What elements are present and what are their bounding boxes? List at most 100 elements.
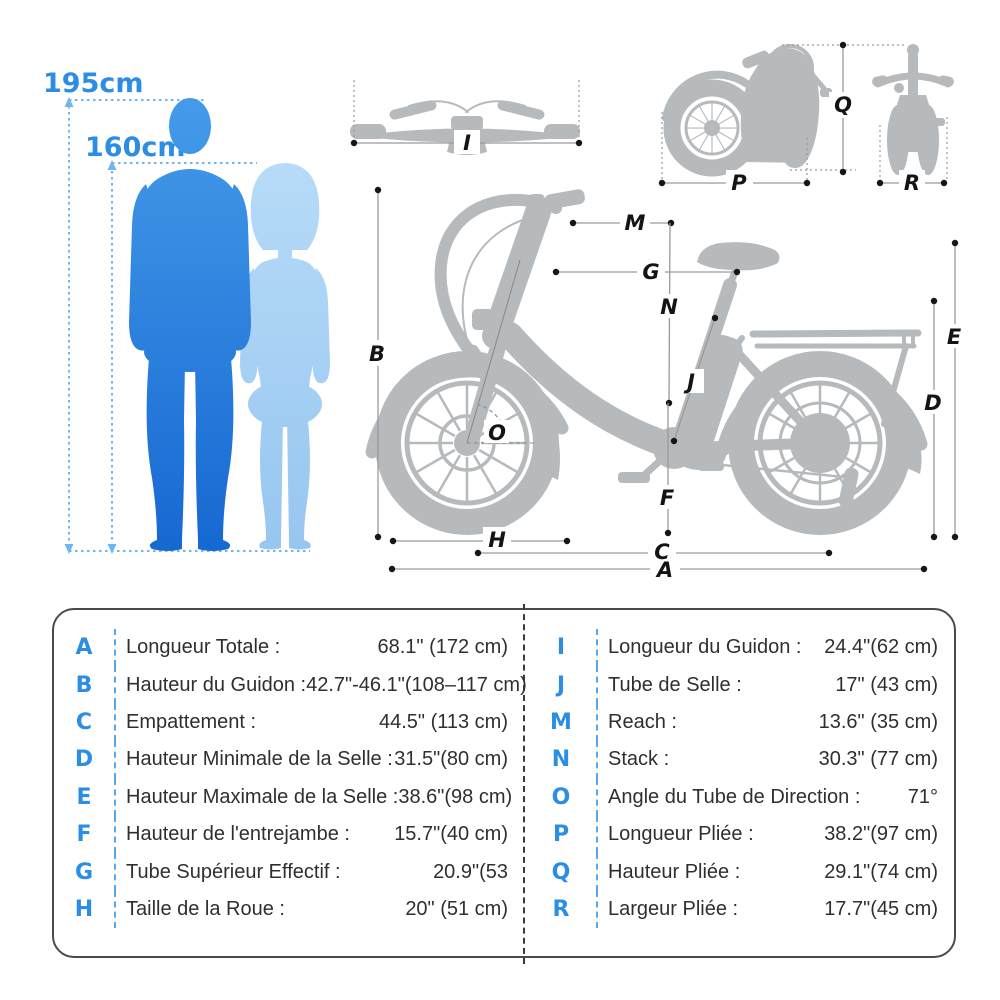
- spec-row-D: D Hauteur Minimale de la Selle :31.5"(80 …: [54, 741, 522, 779]
- row-value: 17.7"(45 cm): [824, 897, 938, 920]
- blue-dashed-separator: [114, 741, 116, 779]
- row-key: B: [75, 672, 93, 698]
- row-label: Hauteur Maximale de la Selle :: [126, 785, 399, 808]
- row-value: 29.1"(74 cm): [824, 860, 938, 883]
- row-label: Hauteur du Guidon :: [126, 673, 307, 696]
- row-key: E: [76, 784, 92, 810]
- row-key: O: [551, 784, 571, 810]
- height-reference-figures: 195cm 160cm: [43, 68, 330, 554]
- spec-row-N: N Stack : 30.3" (77 cm): [526, 741, 952, 779]
- row-key: R: [552, 896, 570, 922]
- front-fender: [365, 364, 569, 459]
- row-label: Tube Supérieur Effectif :: [126, 860, 341, 883]
- female-height-label: 160cm: [85, 132, 186, 163]
- label-M: M: [625, 211, 646, 235]
- row-key: P: [552, 822, 570, 848]
- label-I: I: [463, 131, 471, 155]
- label-E: E: [947, 325, 962, 349]
- label-B: B: [369, 342, 385, 366]
- spec-row-H: H Taille de la Roue : 20" (51 cm): [54, 890, 522, 929]
- label-P: P: [731, 171, 747, 195]
- row-key: D: [74, 747, 94, 773]
- headlight: [472, 309, 495, 330]
- blue-dashed-separator: [114, 853, 116, 891]
- male-height-label: 195cm: [43, 68, 144, 99]
- blue-dashed-separator: [596, 853, 598, 891]
- battery: [681, 334, 743, 450]
- row-label: Hauteur Minimale de la Selle :: [126, 748, 393, 771]
- blue-dashed-separator: [596, 741, 598, 779]
- row-value: 20" (51 cm): [405, 897, 508, 920]
- blue-dashed-separator: [114, 666, 116, 704]
- label-R: R: [904, 171, 920, 195]
- label-N: N: [660, 295, 678, 319]
- blue-dashed-separator: [596, 703, 598, 742]
- spec-row-P: P Longueur Pliée : 38.2"(97 cm): [526, 815, 952, 854]
- row-label: Empattement :: [126, 710, 257, 733]
- spec-row-G: G Tube Supérieur Effectif : 20.9"(53: [54, 853, 522, 891]
- folded-bike-side-view: [662, 44, 832, 177]
- female-silhouette: [240, 163, 330, 550]
- row-value: 15.7"(40 cm): [394, 823, 508, 846]
- row-value: 20.9"(53: [433, 860, 508, 883]
- blue-dashed-separator: [596, 815, 598, 854]
- blue-dashed-separator: [596, 778, 598, 816]
- row-label: Taille de la Roue :: [126, 897, 285, 920]
- male-silhouette: [129, 98, 251, 551]
- row-value: 30.3" (77 cm): [818, 748, 938, 771]
- measure-line-H: [389, 537, 571, 545]
- row-label: Longueur du Guidon :: [608, 636, 802, 659]
- row-label: Longueur Pliée :: [608, 823, 754, 846]
- row-label: Hauteur Pliée :: [608, 860, 741, 883]
- row-label: Hauteur de l'entrejambe :: [126, 823, 350, 846]
- label-H: H: [488, 528, 506, 552]
- measure-line-E: [951, 239, 959, 541]
- measure-line-F: [664, 403, 672, 537]
- label-D: D: [924, 391, 941, 415]
- row-key: F: [76, 822, 92, 848]
- blue-dashed-separator: [114, 703, 116, 742]
- label-O: O: [488, 421, 506, 445]
- measure-line-R: [876, 117, 948, 187]
- row-value: 38.6"(98 cm): [398, 785, 513, 808]
- row-label: Largeur Pliée :: [608, 897, 739, 920]
- blue-dashed-separator: [114, 778, 116, 816]
- row-key: N: [551, 747, 571, 773]
- rear-fender: [716, 362, 928, 457]
- row-value: 71°: [907, 785, 938, 808]
- blue-dashed-separator: [596, 666, 598, 704]
- blue-dashed-separator: [596, 629, 598, 667]
- row-key: M: [550, 709, 572, 735]
- row-value: 13.6" (35 cm): [818, 710, 938, 733]
- label-G: G: [642, 260, 659, 284]
- folded-bike-front-view: [872, 44, 954, 175]
- blue-dashed-separator: [114, 629, 116, 667]
- label-A: A: [655, 558, 673, 582]
- row-key: A: [75, 635, 93, 661]
- blue-dashed-separator: [114, 890, 116, 929]
- row-label: Stack :: [608, 748, 670, 771]
- spec-row-B: B Hauteur du Guidon :42.7"-46.1"(108–117 …: [54, 666, 527, 704]
- row-value: 42.7"-46.1"(108–117 cm): [306, 673, 527, 696]
- row-label: Longueur Totale :: [126, 636, 281, 659]
- row-key: J: [556, 672, 566, 698]
- row-value: 24.4"(62 cm): [824, 636, 938, 659]
- measure-line-D: [930, 297, 938, 541]
- saddle: [697, 242, 780, 271]
- row-label: Angle du Tube de Direction :: [608, 785, 861, 808]
- row-label: Tube de Selle :: [608, 673, 742, 696]
- row-value: 38.2"(97 cm): [824, 823, 938, 846]
- bike-side-view-silhouette: [365, 189, 928, 535]
- row-key: G: [74, 859, 94, 885]
- row-value: 31.5"(80 cm): [394, 748, 508, 771]
- spec-row-R: R Largeur Pliée : 17.7"(45 cm): [526, 890, 952, 929]
- row-key: H: [74, 896, 94, 922]
